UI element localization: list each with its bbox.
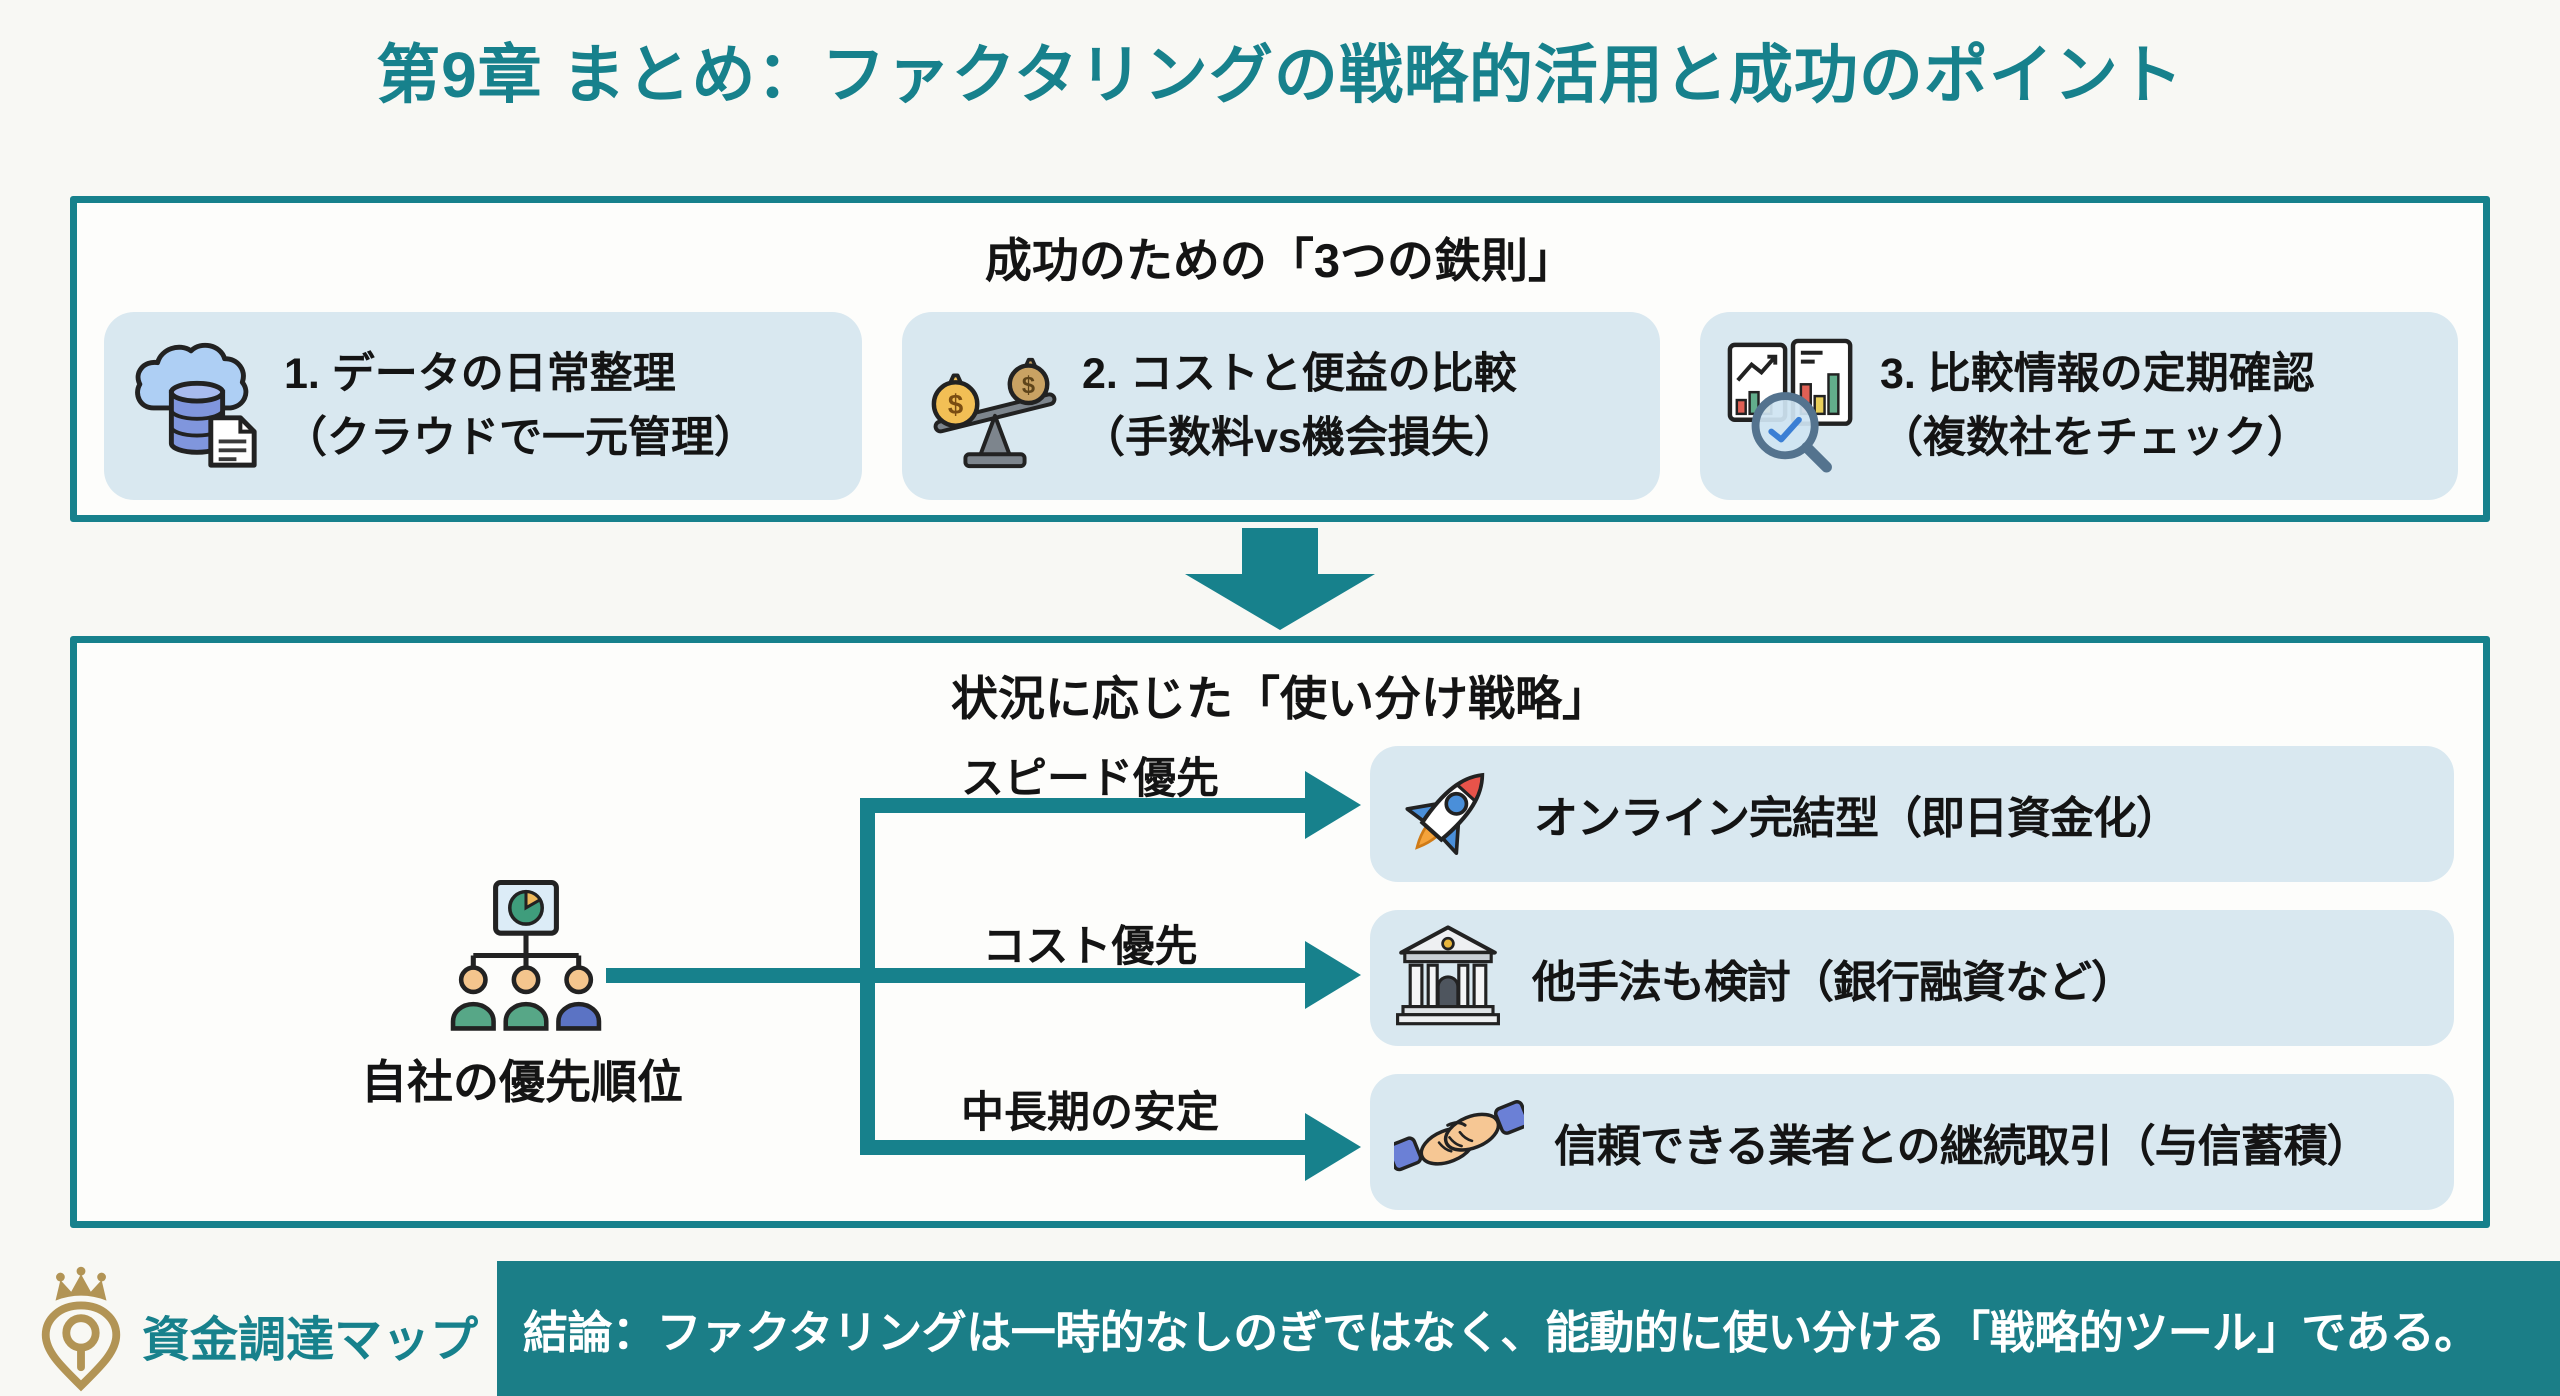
principles-box-heading: 成功のための「3つの鉄則」 <box>984 234 1576 287</box>
principle-item-3-line1: 3. 比較情報の定期確認 <box>1880 349 2315 398</box>
down-arrow-icon <box>1185 528 1375 635</box>
principle-item-3: 3. 比較情報の定期確認 （複数社をチェック） <box>1700 312 2458 500</box>
charts-magnifier-icon <box>1724 335 1862 478</box>
bank-icon <box>1394 922 1502 1035</box>
rocket-icon <box>1394 757 1504 872</box>
money-bags-balance-icon: $ $ <box>926 335 1064 478</box>
principle-item-1: 1. データの日常整理 （クラウドで一元管理） <box>104 312 862 500</box>
brand-name: 資金調達マップ <box>142 1314 479 1367</box>
crown-map-pin-logo <box>32 1266 130 1396</box>
branch-label-stability: 中長期の安定 <box>961 1089 1219 1137</box>
branch-arrowhead-2 <box>1305 941 1361 1009</box>
page-title: 第9章 まとめ：ファクタリングの戦略的活用と成功のポイント <box>376 39 2184 111</box>
connector-vertical-line <box>860 798 875 1155</box>
conclusion-text: 結論：ファクタリングは一時的なしのぎではなく、能動的に使い分ける「戦略的ツール」… <box>523 1307 2479 1358</box>
strategy-box-heading: 状況に応じた「使い分け戦略」 <box>951 672 1609 725</box>
branch-label-speed: スピード優先 <box>961 755 1219 803</box>
svg-text:$: $ <box>1022 373 1035 399</box>
branch-line-1 <box>860 798 1305 813</box>
branch-arrowhead-1 <box>1305 771 1361 839</box>
branch-box-bank: 他手法も検討（銀行融資など） <box>1370 910 2454 1046</box>
branch-line-3 <box>860 1140 1305 1155</box>
org-chart-icon <box>450 878 602 1041</box>
principle-item-1-line2: （クラウドで一元管理） <box>284 414 757 462</box>
principle-item-2-text: 2. コストと便益の比較 （手数料vs機会損失） <box>1082 342 1517 471</box>
source-label: 自社の優先順位 <box>361 1056 683 1108</box>
branch-box-trust-text: 信頼できる業者との継続取引（与信蓄積） <box>1554 1122 2371 1171</box>
branch-box-online-text: オンライン完結型（即日資金化） <box>1534 794 2180 843</box>
principle-item-3-line2: （複数社をチェック） <box>1880 414 2310 462</box>
principle-item-1-line1: 1. データの日常整理 <box>284 349 676 398</box>
connector-source-line <box>606 968 1305 983</box>
svg-text:$: $ <box>948 388 963 419</box>
conclusion-bar: 結論：ファクタリングは一時的なしのぎではなく、能動的に使い分ける「戦略的ツール」… <box>497 1261 2560 1396</box>
principle-item-1-text: 1. データの日常整理 （クラウドで一元管理） <box>284 342 757 471</box>
principle-item-2-line2: （手数料vs機会損失） <box>1082 414 1517 462</box>
branch-label-cost: コスト優先 <box>982 923 1198 971</box>
principle-item-2: $ $ 2. コストと便益の比較 （手数料vs機会損失） <box>902 312 1660 500</box>
principle-item-3-text: 3. 比較情報の定期確認 （複数社をチェック） <box>1880 342 2315 471</box>
cloud-database-document-icon <box>128 335 266 478</box>
branch-arrowhead-3 <box>1305 1113 1361 1181</box>
branch-box-bank-text: 他手法も検討（銀行融資など） <box>1532 958 2135 1007</box>
principle-item-2-line1: 2. コストと便益の比較 <box>1082 349 1517 398</box>
branch-box-online: オンライン完結型（即日資金化） <box>1370 746 2454 882</box>
handshake-icon <box>1386 1090 1530 1195</box>
branch-box-trust: 信頼できる業者との継続取引（与信蓄積） <box>1370 1074 2454 1210</box>
